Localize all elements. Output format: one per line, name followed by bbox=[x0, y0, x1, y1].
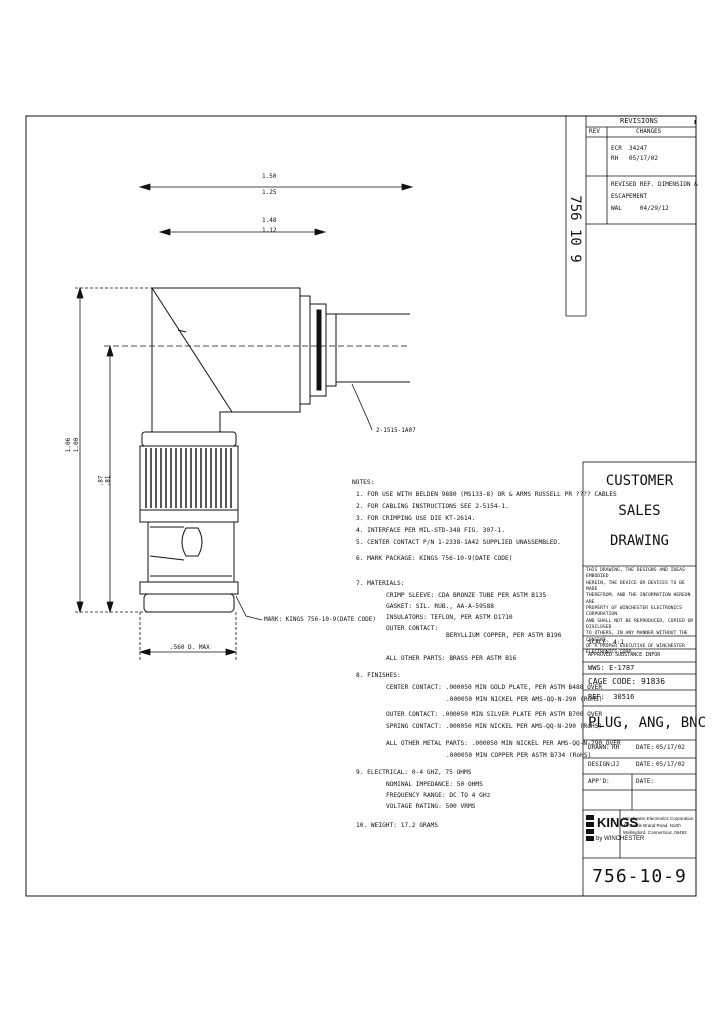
drawn-by: RH bbox=[612, 744, 620, 751]
material-3: INSULATORS: TEFLON, PER ASTM D1710 bbox=[386, 614, 513, 621]
finish-5: ALL OTHER METAL PARTS: .000050 MIN NICKE… bbox=[386, 740, 621, 747]
proprietary-line: TO OTHERS, IN ANY MANNER WITHOUT THE CON… bbox=[586, 631, 688, 643]
revisions-col-changes: CHANGES bbox=[636, 128, 662, 135]
dim-overall-length: 1.50 bbox=[262, 173, 277, 180]
company-line: Winchester Electronics Corporation bbox=[623, 816, 694, 821]
revision-row-1-line1: ECR 34247 bbox=[611, 145, 648, 152]
material-6: ALL OTHER PARTS: BRASS PER ASTM B16 bbox=[386, 655, 517, 662]
logo-subtext: by WINCHESTER bbox=[596, 836, 645, 842]
proprietary-line: HEREIN, THE DEVICE OR DEVICES TO BE MADE bbox=[586, 580, 685, 593]
electrical-heading: 9. ELECTRICAL: 0-4 GHZ, 75 OHMS bbox=[356, 769, 472, 776]
proprietary-notice: THIS DRAWING, THE DESIGNS AND IDEAS EMBO… bbox=[586, 568, 696, 657]
note-6: 6. MARK PACKAGE: KINGS 756-10-9(DATE COD… bbox=[356, 555, 513, 562]
sales-label: SALES bbox=[618, 503, 661, 519]
drawn-date: 05/17/02 bbox=[656, 744, 685, 751]
company-address: Winchester Electronics Corporation 40 Ca… bbox=[623, 816, 695, 836]
design-by: JJ bbox=[612, 761, 620, 768]
scale: SCALE: 4:1 bbox=[588, 639, 625, 646]
title-block bbox=[582, 461, 697, 897]
note-1: 1. FOR USE WITH BELDEN 9880 (MS133-8) OR… bbox=[356, 491, 617, 498]
dim-overall-length-sub: 1.25 bbox=[262, 189, 277, 196]
drawing-number: 756-10-9 bbox=[592, 866, 687, 887]
drawn-label: DRAWN: bbox=[588, 744, 610, 751]
company-line: Wallingford, Connecticut, 06492 bbox=[623, 829, 687, 835]
appd-label: APP'D: bbox=[588, 778, 610, 785]
material-2: GASKET: SIL. RUB., AA-A-59588 bbox=[386, 603, 495, 610]
cable-callout: 2-1515-1A07 bbox=[376, 427, 416, 434]
marking-callout: MARK: KINGS 756-10-9(DATE CODE) bbox=[264, 616, 376, 623]
materials-heading: 7. MATERIALS: bbox=[356, 580, 405, 587]
dim-diameter: .560 D. MAX bbox=[170, 644, 210, 651]
electrical-2: FREQUENCY RANGE: DC TO 4 GHz bbox=[386, 792, 491, 799]
dim-height-inner-sub: .81 bbox=[104, 475, 112, 487]
revisions-block bbox=[565, 115, 697, 317]
cage-code: CAGE CODE: 91836 bbox=[588, 677, 666, 686]
proprietary-line: THEREFROM, AND THE INFORMATION HEREON AR… bbox=[586, 593, 691, 605]
revisions-col-rev: REV bbox=[589, 128, 600, 135]
weight-note: 10. WEIGHT: 17.2 GRAMS bbox=[356, 822, 438, 829]
dim-height-outer-sub: 1.00 bbox=[73, 437, 81, 453]
connector-body bbox=[139, 287, 410, 613]
note-5: 5. CENTER CONTACT P/N 1-2338-1A42 SUPPLI… bbox=[356, 539, 561, 546]
revisions-title: REVISIONS bbox=[620, 117, 658, 125]
proprietary-line: OF A PROPER EXECUTIVE OF WINCHESTER ELEC… bbox=[586, 644, 685, 656]
finish-6: .000050 MIN COPPER PER ASTM B734 (RoHS) bbox=[446, 752, 592, 759]
note-2: 2. FOR CABLING INSTRUCTIONS SEE 2-5154-1… bbox=[356, 503, 509, 510]
part-title: PLUG, ANG, BNC bbox=[588, 715, 707, 731]
material-1: CRIMP SLEEVE: CDA BRONZE TUBE PER ASTM B… bbox=[386, 592, 547, 599]
material-4: OUTER CONTACT: bbox=[386, 625, 439, 632]
company-line: 40 Castle Brand Road, North bbox=[623, 822, 681, 828]
note-3: 3. FOR CRIMPING USE DIE KT-2614. bbox=[356, 515, 476, 522]
revision-row-2-line1: REVISED REF. DIMENSION & bbox=[611, 181, 698, 188]
proprietary-line: THIS DRAWING, THE DESIGNS AND IDEAS EMBO… bbox=[586, 568, 685, 580]
wws-number: WWS: E-1787 bbox=[588, 664, 635, 672]
customer-label: CUSTOMER bbox=[605, 473, 674, 489]
notes-heading: NOTES: bbox=[352, 479, 375, 486]
electrical-1: NOMINAL IMPEDANCE: 50 OHMS bbox=[386, 781, 483, 788]
electrical-3: VOLTAGE RATING: 500 VRMS bbox=[386, 803, 476, 810]
logo-text: KINGS bbox=[597, 815, 639, 830]
finishes-heading: 8. FINISHES: bbox=[356, 672, 401, 679]
proprietary-line: PROPERTY OF WINCHESTER ELECTRONICS CORPO… bbox=[586, 606, 682, 618]
design-label: DESIGN: bbox=[588, 761, 614, 768]
dim-body-length-sub: 1.12 bbox=[262, 227, 277, 234]
revision-row-1-line2: RH 05/17/02 bbox=[611, 155, 658, 162]
design-date-label: DATE: bbox=[636, 761, 655, 768]
finish-3: OUTER CONTACT: .000050 MIN SILVER PLATE … bbox=[386, 711, 603, 718]
design-date: 05/17/02 bbox=[656, 761, 685, 768]
note-4: 4. INTERFACE PER MIL-STD-348 FIG. 307-1. bbox=[356, 527, 506, 534]
drawing-label: DRAWING bbox=[609, 533, 669, 549]
finish-2: .000050 MIN NICKEL PER AMS-QQ-N-290 (RoH… bbox=[446, 696, 603, 703]
material-5: BERYLLIUM COPPER, PER ASTM B196 bbox=[446, 632, 562, 639]
revision-row-2-line2: ESCAPEMENT bbox=[611, 193, 648, 200]
finish-4: SPRING CONTACT: .000050 MIN NICKEL PER A… bbox=[386, 723, 603, 730]
revision-row-2-line3: WAL 04/29/12 bbox=[611, 205, 669, 212]
dim-height-outer: 1.06 bbox=[65, 437, 73, 453]
kings-logo bbox=[586, 815, 594, 841]
knurling bbox=[145, 448, 232, 508]
ref-number: REF: 30516 bbox=[588, 693, 635, 701]
proprietary-line: AND SHALL NOT BE REPRODUCED, COPIED OR D… bbox=[586, 618, 694, 631]
dimension-lines bbox=[75, 183, 414, 660]
dim-body-length: 1.48 bbox=[262, 217, 277, 224]
appd-date-label: DATE: bbox=[636, 778, 655, 785]
finish-1: CENTER CONTACT: .000050 MIN GOLD PLATE, … bbox=[386, 684, 603, 691]
side-drawing-number: 756 10 9 bbox=[567, 195, 583, 263]
leader-lines bbox=[235, 383, 373, 621]
approved-substance: APPROVED SUBSTANCE INFOR bbox=[588, 652, 661, 658]
drawn-date-label: DATE: bbox=[636, 744, 655, 751]
